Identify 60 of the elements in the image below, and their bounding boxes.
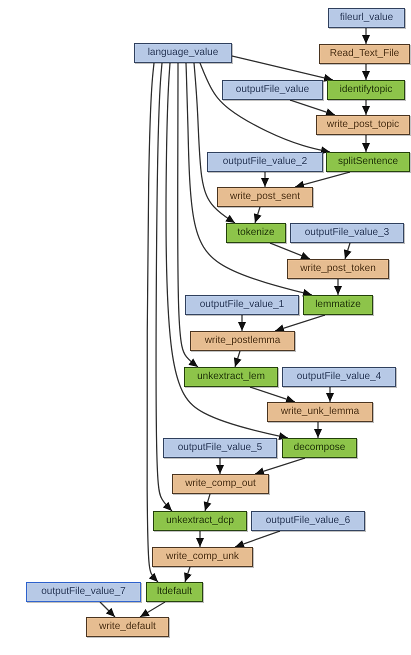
arrow	[362, 135, 370, 152]
write-node: Read_Text_File	[319, 44, 410, 64]
process-node: splitSentence	[326, 152, 410, 172]
arrow	[204, 494, 212, 512]
arrow	[216, 458, 224, 474]
arrow	[261, 172, 269, 187]
arrow	[294, 171, 350, 188]
value-node: outputFile_value_6	[251, 511, 365, 531]
arrow	[326, 387, 334, 402]
write-node: write_unk_lemma	[267, 402, 373, 422]
arrow	[185, 62, 312, 297]
write-node: write_default	[86, 617, 169, 637]
value-node: fileurl_value	[328, 8, 405, 28]
arrow	[146, 62, 158, 582]
value-node: language_value	[134, 43, 232, 63]
arrow	[100, 602, 116, 618]
arrow	[250, 386, 296, 403]
arrow	[290, 99, 336, 116]
arrow	[362, 64, 370, 80]
arrow	[234, 350, 242, 368]
value-node: outputFile_value_5	[163, 438, 277, 458]
process-node: ltdefault	[146, 582, 203, 602]
value-node: outputFile_value_4	[282, 367, 396, 387]
arrow	[270, 242, 310, 260]
value-node: outputFile_value_2	[207, 152, 323, 172]
arrow	[254, 457, 306, 476]
arrow	[344, 242, 352, 260]
write-node: write_post_topic	[316, 115, 410, 135]
arrow	[234, 530, 280, 548]
value-node: outputFile_value_7	[26, 582, 141, 602]
arrow	[196, 531, 204, 547]
process-node: unkextract_dcp	[153, 511, 247, 531]
arrow	[362, 100, 370, 115]
value-node: outputFile_value_1	[185, 295, 299, 315]
value-node: outputFile_value_3	[290, 223, 404, 243]
arrow	[193, 62, 236, 224]
arrow	[238, 315, 246, 331]
arrow	[177, 63, 198, 368]
arrow	[254, 206, 262, 224]
write-node: write_comp_out	[172, 474, 269, 494]
arrow	[314, 422, 322, 438]
process-node: identifytopic	[327, 80, 405, 100]
arrow	[232, 55, 334, 82]
write-node: write_post_sent	[217, 187, 313, 207]
arrow	[334, 279, 342, 295]
arrow	[274, 314, 326, 332]
process-node: decompose	[282, 438, 357, 458]
process-node: lemmatize	[303, 295, 373, 315]
process-node: tokenize	[226, 223, 286, 243]
arrow	[199, 62, 330, 154]
arrow	[165, 62, 288, 440]
arrow	[362, 28, 370, 44]
write-node: write_postlemma	[190, 331, 295, 351]
arrow	[184, 566, 192, 582]
arrow	[155, 62, 172, 512]
arrow	[140, 601, 166, 618]
write-node: write_comp_unk	[152, 547, 253, 567]
write-node: write_post_token	[287, 259, 389, 279]
process-node: unkextract_lem	[184, 367, 278, 387]
value-node: outputFile_value	[222, 80, 323, 100]
